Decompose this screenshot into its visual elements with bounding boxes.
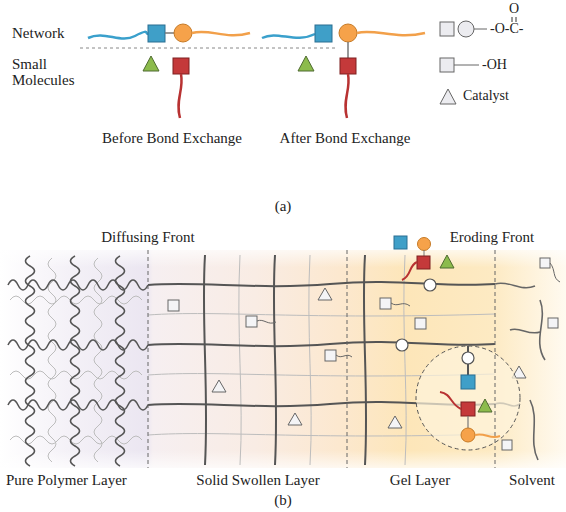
layer-label: Solid Swollen Layer bbox=[196, 472, 319, 488]
front-label: Diffusing Front bbox=[101, 229, 194, 245]
legend-text: -OH bbox=[482, 57, 507, 73]
panel-letter: (a) bbox=[275, 198, 292, 214]
layer-label: Pure Polymer Layer bbox=[6, 472, 127, 488]
legend-text: Catalyst bbox=[463, 88, 509, 104]
legend-text: -O-C- bbox=[490, 21, 523, 37]
row-label: Network bbox=[12, 25, 65, 41]
front-label: Eroding Front bbox=[450, 229, 535, 245]
panel-caption: After Bond Exchange bbox=[280, 130, 411, 146]
layer-label: Gel Layer bbox=[390, 472, 450, 488]
atom-label: O bbox=[509, 1, 519, 17]
layer-label: Solvent bbox=[509, 472, 555, 488]
panel-letter: (b) bbox=[274, 492, 292, 508]
row-label: Small Molecules bbox=[12, 56, 84, 88]
panel-caption: Before Bond Exchange bbox=[102, 130, 242, 146]
